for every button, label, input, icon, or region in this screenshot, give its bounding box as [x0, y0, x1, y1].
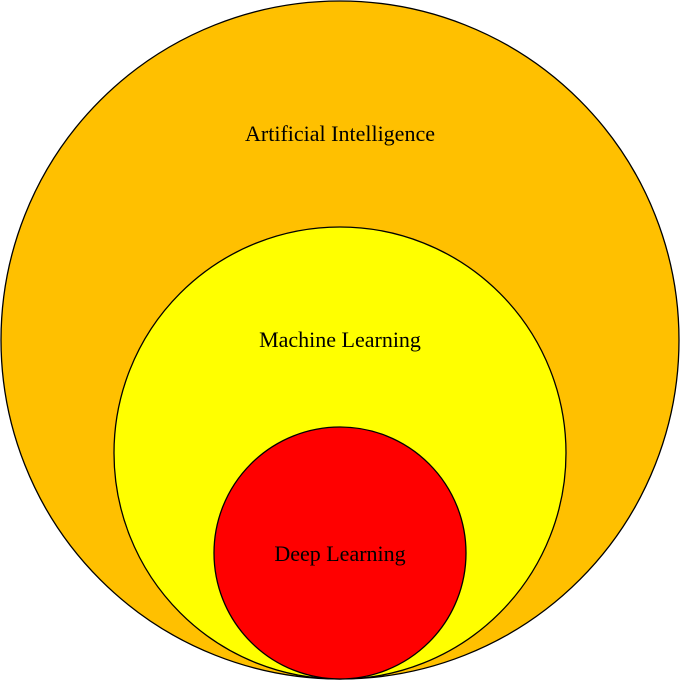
deep-learning-label: Deep Learning	[274, 541, 405, 566]
artificial-intelligence-label: Artificial Intelligence	[245, 121, 435, 146]
deep-learning-circle	[213, 426, 467, 680]
machine-learning-label: Machine Learning	[259, 327, 421, 352]
